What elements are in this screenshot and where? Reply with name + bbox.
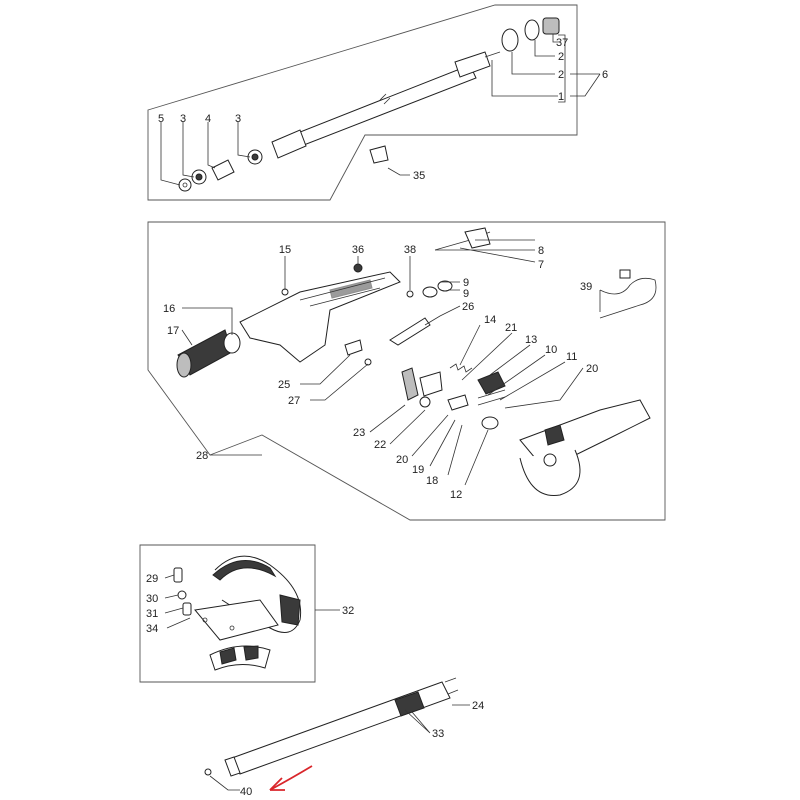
bushing-part — [542, 17, 560, 35]
callout-25: 25 — [278, 379, 290, 391]
drive-shaft-tube — [271, 51, 501, 159]
frame-loop-handle-group — [139, 544, 316, 683]
callout-21: 21 — [505, 322, 517, 334]
callout-2: 2 — [558, 69, 564, 81]
bearing-part — [247, 149, 263, 165]
o-ring-part — [223, 332, 241, 354]
callout-5: 5 — [158, 113, 164, 125]
washer-part — [178, 178, 192, 192]
lever-part — [389, 317, 431, 346]
callout-8: 8 — [538, 245, 544, 257]
lower-tube-part — [224, 677, 459, 777]
callout-26: 26 — [462, 301, 474, 313]
callout-40: 40 — [240, 786, 252, 798]
callout-30: 30 — [146, 593, 158, 605]
callout-38: 38 — [404, 244, 416, 256]
o-ring-part — [437, 280, 453, 292]
callout-9: 9 — [463, 288, 469, 300]
ring-part — [501, 28, 519, 52]
spacer-part — [211, 159, 235, 181]
trigger-part — [401, 367, 443, 408]
spacer-part — [182, 602, 192, 616]
callout-35: 35 — [413, 170, 425, 182]
nut-part — [353, 263, 363, 273]
callout-20: 20 — [586, 363, 598, 375]
throttle-housing — [239, 271, 401, 363]
callout-3: 3 — [235, 113, 241, 125]
callout-14: 14 — [484, 314, 496, 326]
spring-part — [447, 363, 473, 411]
handle-cone-part — [176, 329, 233, 378]
pin-part — [344, 339, 372, 366]
callout-17: 17 — [167, 325, 179, 337]
callout-33: 33 — [432, 728, 444, 740]
frame-handle-group — [147, 221, 666, 521]
nut-part — [406, 290, 414, 298]
callout-29: 29 — [146, 573, 158, 585]
screw-part — [173, 567, 183, 583]
highlight-arrow-icon — [269, 765, 313, 791]
bearing-part — [191, 169, 207, 185]
callout-9: 9 — [463, 277, 469, 289]
callout-1: 1 — [558, 91, 564, 103]
callout-37: 37 — [556, 37, 568, 49]
callout-7: 7 — [538, 259, 544, 271]
callout-31: 31 — [146, 608, 158, 620]
washer-part — [177, 590, 187, 600]
callout-32: 32 — [342, 605, 354, 617]
callout-19: 19 — [412, 464, 424, 476]
callout-4: 4 — [205, 113, 211, 125]
callout-20: 20 — [396, 454, 408, 466]
o-ring-part — [422, 286, 438, 298]
button-part — [477, 371, 506, 430]
callout-3: 3 — [180, 113, 186, 125]
callout-34: 34 — [146, 623, 158, 635]
callout-23: 23 — [353, 427, 365, 439]
o-ring-part — [204, 768, 212, 776]
ring-part — [524, 19, 540, 41]
frame-shaft-group — [147, 4, 578, 201]
callout-24: 24 — [472, 700, 484, 712]
callout-6: 6 — [602, 69, 608, 81]
callout-27: 27 — [288, 395, 300, 407]
callout-16: 16 — [163, 303, 175, 315]
loop-handle-part — [194, 555, 302, 641]
callout-11: 11 — [566, 351, 577, 363]
callout-39: 39 — [580, 281, 592, 293]
callout-13: 13 — [525, 334, 537, 346]
rear-handle-assembly — [519, 399, 651, 497]
cable-part — [434, 227, 491, 251]
callout-10: 10 — [545, 344, 557, 356]
callout-28: 28 — [196, 450, 208, 462]
clip-part — [369, 145, 389, 164]
clamp-part — [209, 645, 271, 671]
callout-18: 18 — [426, 475, 438, 487]
callout-22: 22 — [374, 439, 386, 451]
callout-2: 2 — [558, 51, 564, 63]
callout-15: 15 — [279, 244, 291, 256]
callout-36: 36 — [352, 244, 364, 256]
wire-harness-part — [599, 269, 657, 319]
callout-12: 12 — [450, 489, 462, 501]
